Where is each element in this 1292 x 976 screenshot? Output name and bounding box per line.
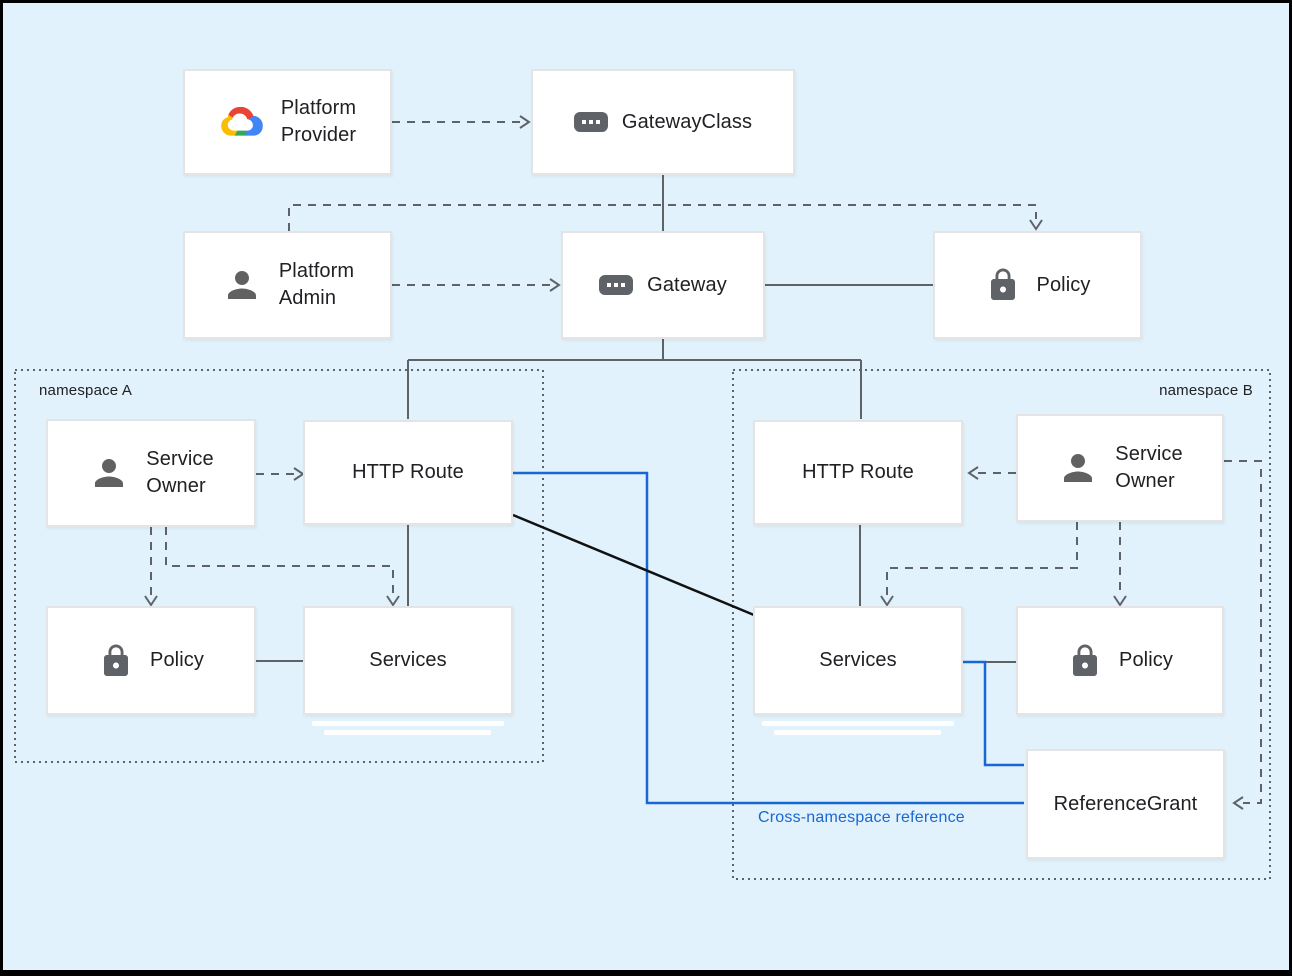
services-b-stack-line (762, 721, 954, 726)
namespace-b-label: namespace B (1159, 382, 1253, 399)
services-b-node: Services (753, 606, 963, 715)
arrowhead-down (1113, 595, 1127, 607)
platform-provider-label: Platform Provider (280, 97, 357, 146)
resource-chip-icon (599, 275, 634, 295)
gatewayclass-node: GatewayClass (531, 69, 795, 175)
edge-platformadmin-policy (288, 204, 1037, 231)
arrowhead-down (386, 595, 400, 607)
person-icon (221, 264, 263, 306)
lock-icon (98, 643, 134, 679)
edge-httproute-a-services-b-black (512, 513, 755, 617)
service-owner-a-label: Service Owner (146, 448, 214, 497)
reference-grant-label: ReferenceGrant (1053, 792, 1198, 815)
platform-provider-node: Platform Provider (183, 69, 392, 175)
http-route-a-label: HTTP Route (352, 461, 464, 483)
reference-grant-node: ReferenceGrant (1026, 749, 1225, 859)
google-cloud-icon (219, 104, 265, 141)
arrowhead-right (519, 115, 531, 129)
service-owner-b-node: Service Owner (1016, 414, 1224, 522)
policy-top-node: Policy (933, 231, 1142, 339)
policy-b-node: Policy (1016, 606, 1224, 715)
gateway-label: Gateway (647, 273, 727, 296)
edge-services-b-referencegrant-blue (963, 660, 1024, 767)
services-a-label: Services (369, 649, 447, 671)
person-icon (1057, 447, 1099, 489)
arrowhead-right (549, 278, 561, 292)
policy-a-label: Policy (150, 649, 204, 671)
service-owner-b-label: Service Owner (1115, 443, 1183, 492)
service-owner-a-node: Service Owner (46, 419, 256, 527)
arrowhead-down (144, 595, 158, 607)
arrowhead-down (1029, 219, 1043, 231)
arrowhead-down (880, 595, 894, 607)
platform-admin-label: Platform Admin (278, 260, 355, 309)
arrowhead-left (1232, 796, 1244, 810)
lock-icon (985, 267, 1021, 303)
edge-gateway-httproutes-split (407, 339, 862, 419)
namespace-a-label: namespace A (39, 382, 133, 399)
cross-namespace-reference-label: Cross-namespace reference (758, 809, 965, 826)
arrowhead-right (293, 467, 305, 481)
services-a-stack-line (324, 730, 491, 735)
edge-serviceowner-b-referencegrant (1224, 460, 1262, 804)
services-a-stack-line (312, 721, 504, 726)
arrowhead-left (967, 466, 979, 480)
gatewayclass-label: GatewayClass (621, 110, 753, 133)
resource-chip-icon (573, 112, 608, 132)
http-route-a-node: HTTP Route (303, 420, 513, 525)
platform-admin-node: Platform Admin (183, 231, 392, 339)
diagram-canvas: namespace A namespace B Platform Provide… (3, 3, 1289, 970)
http-route-b-label: HTTP Route (802, 461, 914, 483)
services-a-node: Services (303, 606, 513, 715)
edge-serviceowner-a-services-a (165, 527, 394, 596)
lock-icon (1067, 643, 1103, 679)
policy-b-label: Policy (1119, 649, 1173, 671)
services-b-label: Services (819, 649, 897, 671)
edge-serviceowner-b-services-b (886, 522, 1078, 596)
person-icon (88, 452, 130, 494)
policy-a-node: Policy (46, 606, 256, 715)
http-route-b-node: HTTP Route (753, 420, 963, 525)
gateway-node: Gateway (561, 231, 765, 339)
policy-top-label: Policy (1036, 273, 1091, 296)
services-b-stack-line (774, 730, 941, 735)
